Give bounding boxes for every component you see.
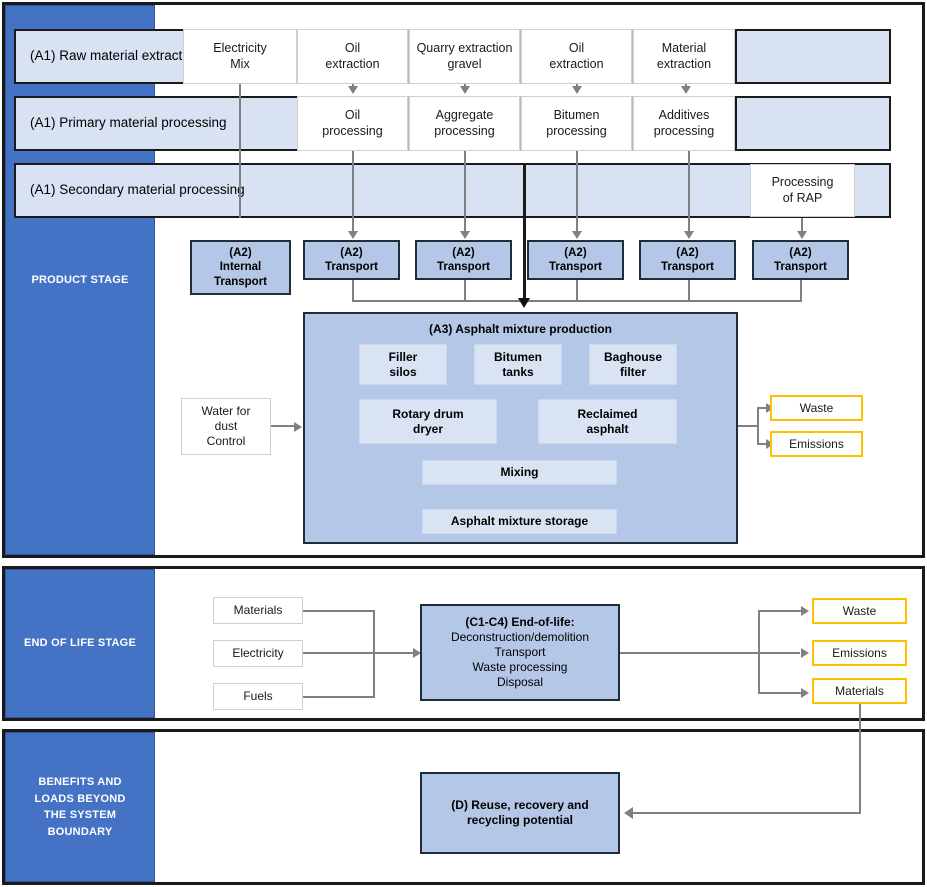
a2-transport-1[interactable]: (A2) Transport	[303, 240, 400, 280]
connector-t3-down	[576, 280, 578, 302]
a3-title: (A3) Asphalt mixture production	[429, 322, 612, 336]
connector-a3-out	[738, 425, 758, 427]
eol-process-line-2: Transport	[494, 645, 546, 659]
process-oil-extraction-1[interactable]: Oil extraction	[297, 29, 408, 84]
arrowhead-right	[801, 688, 809, 698]
connector-fuels-out	[303, 696, 374, 698]
a1-secondary-processing-row: (A1) Secondary material processing	[14, 163, 891, 218]
connector-a3-to-emissions	[757, 443, 769, 445]
connector-materials-to-d	[859, 704, 861, 813]
arrowhead-down	[572, 231, 582, 239]
process-aggregate-processing[interactable]: Aggregate processing	[409, 96, 520, 151]
a1-raw-band-right	[735, 29, 891, 84]
connector-t5-down	[800, 280, 802, 302]
process-oil-extraction-2[interactable]: Oil extraction	[521, 29, 632, 84]
a3-unit-reclaimed-asphalt[interactable]: Reclaimed asphalt	[538, 399, 677, 444]
connector-bitumen-down	[576, 151, 578, 233]
arrowhead-down	[348, 86, 358, 94]
a3-unit-rotary-drum-dryer[interactable]: Rotary drum dryer	[359, 399, 497, 444]
eol-process-line-3: Waste processing	[472, 660, 568, 674]
connector-electricity-mix	[239, 84, 241, 218]
process-oil-processing[interactable]: Oil processing	[297, 96, 408, 151]
connector-main-trunk	[523, 163, 526, 303]
a3-unit-asphalt-mixture-storage[interactable]: Asphalt mixture storage	[422, 509, 617, 534]
arrowhead-down-main	[518, 298, 530, 308]
connector-t1-down	[352, 280, 354, 302]
a3-unit-filler-silos[interactable]: Filler silos	[359, 344, 447, 385]
a1-raw-extraction-label: (A1) Raw material extraction	[30, 48, 201, 64]
output-emissions-eol[interactable]: Emissions	[812, 640, 907, 666]
connector-to-d-horizontal	[633, 812, 861, 814]
stage-band-product-label: PRODUCT STAGE	[31, 273, 129, 286]
a2-transport-2[interactable]: (A2) Transport	[415, 240, 512, 280]
a2-transport-3[interactable]: (A2) Transport	[527, 240, 624, 280]
a1-secondary-processing-label: (A1) Secondary material processing	[30, 182, 245, 198]
eol-process-header: (C1-C4) End-of-life:	[465, 615, 575, 629]
arrowhead-right	[801, 648, 809, 658]
eol-process-line-1: Deconstruction/demolition	[450, 630, 590, 644]
arrowhead-right	[801, 606, 809, 616]
connector-t4-down	[688, 280, 690, 302]
process-quarry-extraction-gravel[interactable]: Quarry extraction gravel	[409, 29, 520, 84]
connector-additives-down	[688, 151, 690, 233]
arrowhead-down	[460, 231, 470, 239]
connector-t2-down	[464, 280, 466, 302]
stage-band-product: PRODUCT STAGE	[5, 5, 155, 555]
arrowhead-down	[681, 86, 691, 94]
eol-input-materials[interactable]: Materials	[213, 597, 303, 624]
a1-primary-processing-label: (A1) Primary material processing	[30, 115, 227, 131]
eol-input-electricity[interactable]: Electricity	[213, 640, 303, 667]
arrowhead-down	[684, 231, 694, 239]
connector-a3-to-waste	[757, 407, 769, 409]
a2-transport-4[interactable]: (A2) Transport	[639, 240, 736, 280]
stage-band-end-of-life-label: END OF LIFE STAGE	[24, 637, 136, 650]
connector-aggregate-down	[464, 151, 466, 233]
connector-eol-out-main	[620, 652, 800, 654]
eol-input-fuels[interactable]: Fuels	[213, 683, 303, 710]
arrowhead-down	[460, 86, 470, 94]
a3-unit-baghouse-filter[interactable]: Baghouse filter	[589, 344, 677, 385]
stage-band-benefits-label: BENEFITS AND LOADS BEYOND THE SYSTEM BOU…	[34, 776, 126, 838]
output-waste-product-stage[interactable]: Waste	[770, 395, 863, 421]
a3-unit-bitumen-tanks[interactable]: Bitumen tanks	[474, 344, 562, 385]
process-bitumen-processing[interactable]: Bitumen processing	[521, 96, 632, 151]
arrowhead-right	[294, 422, 302, 432]
arrowhead-down	[797, 231, 807, 239]
arrowhead-down	[572, 86, 582, 94]
connector-eol-to-process	[303, 652, 418, 654]
process-additives-processing[interactable]: Additives processing	[633, 96, 735, 151]
output-waste-eol[interactable]: Waste	[812, 598, 907, 624]
a1-primary-band-right	[735, 96, 891, 151]
stage-band-benefits: BENEFITS AND LOADS BEYOND THE SYSTEM BOU…	[5, 732, 155, 882]
arrowhead-down	[348, 231, 358, 239]
connector-oil-proc-down	[352, 151, 354, 233]
output-emissions-product-stage[interactable]: Emissions	[770, 431, 863, 457]
connector-transport-bus	[352, 300, 802, 302]
connector-water-to-a3	[271, 425, 295, 427]
input-water-for-dust-control[interactable]: Water for dust Control	[181, 398, 271, 455]
connector-eol-to-waste	[758, 610, 803, 612]
connector-rap-down	[801, 218, 803, 233]
arrowhead-right	[413, 648, 421, 658]
module-d-reuse-recovery-recycling[interactable]: (D) Reuse, recovery and recycling potent…	[420, 772, 620, 854]
connector-eol-to-materials	[758, 692, 803, 694]
connector-eol-out-riser	[758, 611, 760, 693]
arrowhead-left	[624, 807, 633, 819]
a2-internal-transport[interactable]: (A2) Internal Transport	[190, 240, 291, 295]
connector-eol-merge	[373, 610, 375, 698]
process-processing-of-rap[interactable]: Processing of RAP	[750, 164, 855, 217]
a1-primary-processing-row: (A1) Primary material processing	[14, 96, 304, 151]
process-material-extraction[interactable]: Material extraction	[633, 29, 735, 84]
connector-a3-out-riser	[757, 408, 759, 444]
eol-process-line-4: Disposal	[496, 675, 544, 689]
stage-band-end-of-life: END OF LIFE STAGE	[5, 569, 155, 718]
eol-process-c1-c4[interactable]: (C1-C4) End-of-life: Deconstruction/demo…	[420, 604, 620, 701]
a2-transport-5[interactable]: (A2) Transport	[752, 240, 849, 280]
process-electricity-mix[interactable]: Electricity Mix	[183, 29, 297, 84]
a3-unit-mixing[interactable]: Mixing	[422, 460, 617, 485]
output-materials-eol[interactable]: Materials	[812, 678, 907, 704]
connector-materials-out	[303, 610, 374, 612]
